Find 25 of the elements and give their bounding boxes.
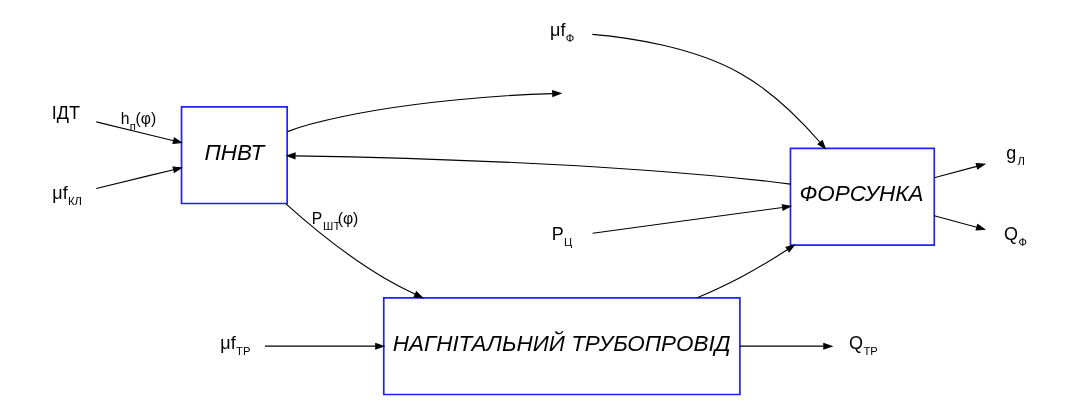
arrow: [696, 244, 796, 299]
node-box: ФОРСУНКА: [789, 147, 935, 246]
node-text: P$_{Ц}$: [551, 224, 572, 249]
arrow: [285, 152, 791, 185]
arrow: [263, 342, 385, 350]
arrow: [286, 90, 562, 133]
arrow: [284, 203, 424, 299]
node-text: Q$_{Ф}$: [1003, 224, 1027, 249]
node-box: НАГНІТАЛЬНИЙ ТРУБОПРОВІД: [382, 297, 741, 396]
arrow: [933, 215, 986, 231]
edge-label: P$_{ШТ}$(φ): [311, 209, 358, 232]
edge-label: h$_{п}$(φ): [120, 109, 156, 132]
arrow: [95, 121, 183, 144]
arrow: [738, 342, 833, 350]
node-text: μf$_{Ф}$: [549, 19, 574, 44]
arrow: [933, 163, 986, 179]
node-text: μf$_{ТР}$: [219, 333, 250, 358]
node-text: ІДТ: [51, 103, 80, 124]
node-text: Q$_{ТР}$: [848, 333, 878, 358]
arrow: [591, 204, 792, 234]
node-text: g$_{Л}$: [1005, 143, 1025, 168]
arrow: [95, 166, 183, 190]
node-text: μf$_{КЛ}$: [51, 182, 82, 207]
node-box: ПНВТ: [180, 106, 288, 205]
arrow: [591, 33, 826, 150]
